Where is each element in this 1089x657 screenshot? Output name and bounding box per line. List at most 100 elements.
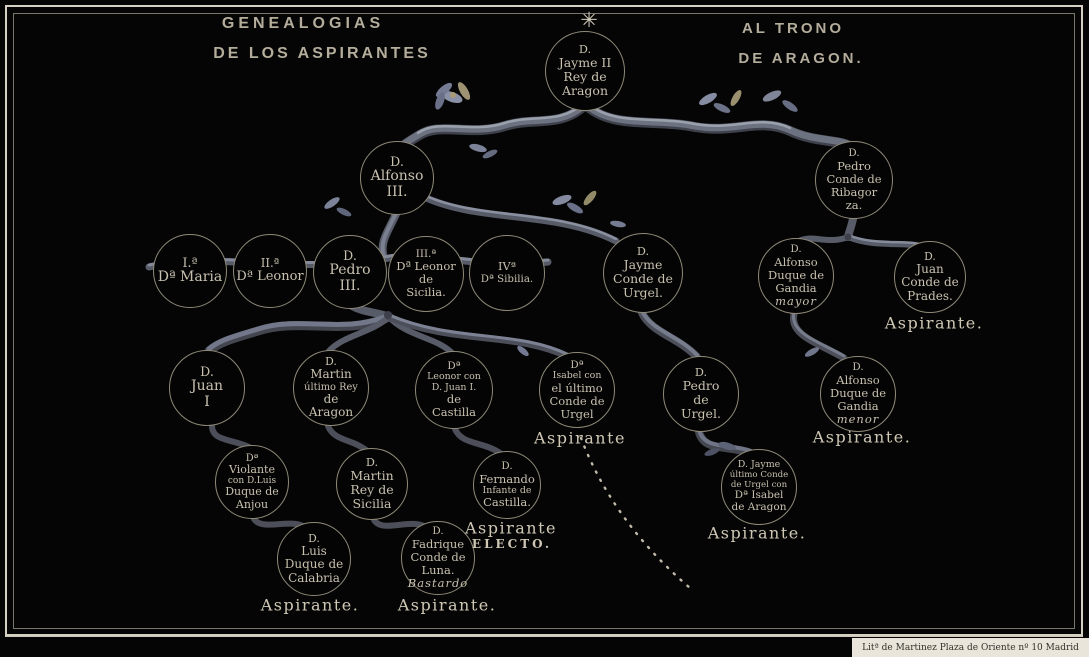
- node-label-line: Sicilia.: [406, 285, 446, 300]
- node-label-line: III.ª: [415, 247, 437, 260]
- node-label-line: D.: [852, 361, 864, 374]
- aspirante-label: Aspirante: [464, 518, 558, 538]
- title-aspirantes: DE LOS ASPIRANTES: [213, 45, 431, 62]
- node-label-line: Luis: [301, 543, 327, 558]
- node-label-line: Juan: [916, 261, 944, 276]
- node-label-line: D.: [365, 455, 379, 469]
- node-label-line: Conde de: [613, 271, 673, 287]
- title-de-aragon: DE ARAGON.: [738, 50, 864, 67]
- node-label-line: Alfonso: [836, 373, 880, 388]
- node-label-line: Prades.: [907, 288, 953, 303]
- node-label-line: D.: [501, 460, 513, 473]
- node-label-line: D.: [636, 244, 650, 258]
- node-label-line: Duque de: [767, 267, 825, 282]
- node-label-line: I: [204, 394, 210, 411]
- node-label-line: de: [323, 391, 339, 406]
- node-label-line: Anjou: [235, 497, 269, 511]
- node-label-line: D.: [390, 154, 404, 170]
- branch-juan1-down: [209, 423, 252, 450]
- node-label-line: IVª: [498, 259, 516, 273]
- node-label-line: menor: [836, 411, 880, 426]
- node-label-line: Dª Sibilia.: [480, 272, 534, 285]
- node-label-line: Duque de: [829, 385, 887, 400]
- node-label-line: Rey de: [563, 69, 607, 85]
- aspirante-label: Aspirante.: [884, 313, 984, 333]
- node-label-line: D.: [343, 248, 357, 264]
- node-label-line: Ribagor: [830, 184, 878, 199]
- node-label-line: Isabel con: [552, 370, 602, 382]
- aspirante-label: Aspirante: [533, 428, 627, 448]
- node-label-line: último Conde: [729, 469, 789, 480]
- branch-to-jayme-urgel: [420, 193, 620, 245]
- node-label-line: Jayme II: [558, 55, 612, 71]
- node-label-line: Castilla.: [483, 495, 531, 510]
- node-label-line: Conde de: [901, 275, 959, 290]
- node-label-line: D. Juan I.: [431, 381, 477, 393]
- node-label-line: I.ª: [182, 255, 198, 271]
- branch-to-martin: [326, 314, 392, 354]
- foliage: [324, 82, 852, 456]
- node-label-line: Dª Isabel: [734, 489, 784, 502]
- node-label-line: D. Jayme: [737, 459, 781, 471]
- node-label-line: Violante: [229, 463, 275, 477]
- node-label-line: de Aragon: [731, 500, 787, 513]
- node-label-line: Alfonso: [370, 168, 424, 185]
- branch-to-isabel: [385, 313, 573, 361]
- node-label-line: Conde de: [826, 171, 882, 186]
- node-label-line: Martin: [310, 367, 352, 382]
- node-label-line: D.: [308, 531, 320, 545]
- node-label-line: D.: [325, 355, 337, 369]
- node-label-line: con D.Luis: [227, 476, 277, 487]
- node-label-line: mayor: [775, 293, 817, 308]
- printer-credit: Litª de Martinez Plaza de Oriente nº 10 …: [852, 638, 1089, 657]
- node-label-line: Jayme: [623, 257, 663, 273]
- dotted-marriage-line: [579, 436, 692, 590]
- node-label-line: Gandia: [837, 398, 879, 413]
- node-label-line: Pedro: [682, 378, 720, 394]
- node-label-line: Infante de: [482, 484, 532, 496]
- node-label-line: de Urgel con: [730, 479, 788, 490]
- node-label-line: Urgel.: [681, 406, 721, 422]
- node-label-line: Pedro: [329, 262, 371, 279]
- node-label-line: Martin: [350, 468, 394, 484]
- node-label-line: Rey de: [350, 482, 394, 498]
- node-label-line: Urgel.: [623, 285, 663, 301]
- node-label-line: Fadrique: [411, 537, 465, 552]
- node-label-line: Leonor con: [427, 371, 481, 383]
- node-label-line: D.: [694, 365, 708, 379]
- node-label-line: Castilla: [431, 405, 477, 420]
- node-label-line: Dª: [570, 358, 584, 371]
- node-label-line: Conde de: [410, 549, 466, 564]
- node-label-line: Duque de: [225, 485, 279, 499]
- node-label-line: D.: [848, 147, 860, 160]
- branch-leonor-down: [452, 426, 503, 456]
- electo-label: ELECTO.: [471, 537, 553, 551]
- node-label-line: Fernando: [479, 471, 535, 486]
- aspirante-label: Aspirante.: [397, 595, 497, 615]
- star-icon: ✳: [580, 8, 598, 32]
- node-label-line: el último: [551, 380, 603, 395]
- node-label-line: Aragon: [561, 83, 609, 99]
- node-label-line: Pedro: [837, 159, 871, 174]
- branch-sicilia-down: [371, 517, 427, 529]
- node-label-line: Juan: [191, 378, 223, 395]
- node-label-line: Dª Leonor: [396, 259, 456, 274]
- node-label-line: de: [693, 392, 709, 408]
- branch-violante-down: [251, 516, 306, 529]
